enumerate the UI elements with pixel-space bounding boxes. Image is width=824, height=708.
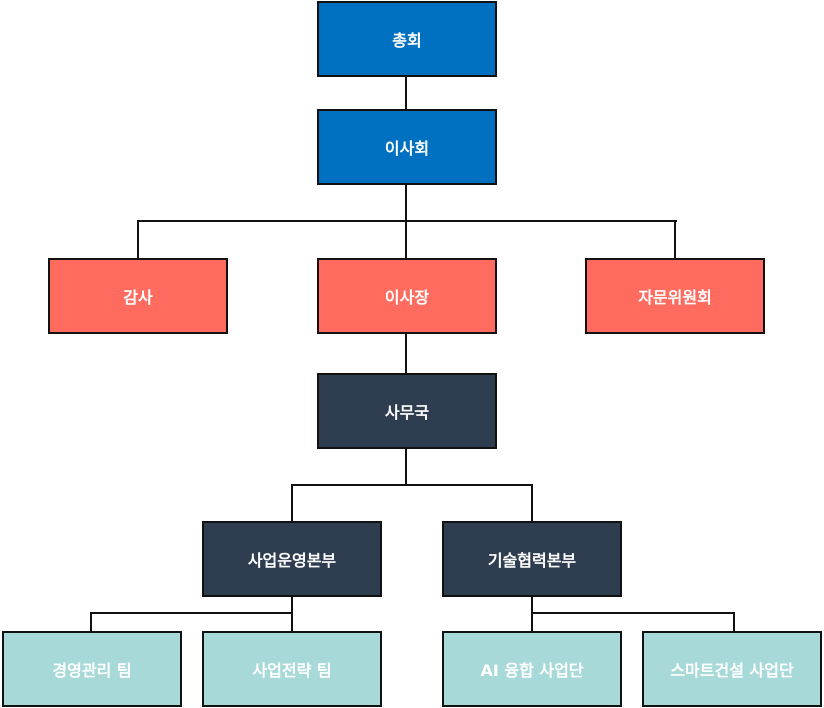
node-label: 총회 bbox=[392, 31, 422, 50]
connector bbox=[90, 612, 92, 632]
connector bbox=[291, 484, 293, 522]
connector bbox=[291, 484, 533, 486]
connector bbox=[531, 612, 735, 614]
node-label: 이사장 bbox=[384, 288, 430, 307]
connector bbox=[405, 448, 407, 486]
node-business-ops-division: 사업운영본부 bbox=[202, 521, 382, 597]
node-management-team: 경영관리 팀 bbox=[2, 631, 182, 707]
node-board: 이사회 bbox=[317, 109, 497, 185]
node-strategy-team: 사업전략 팀 bbox=[202, 631, 382, 707]
node-smart-construction-unit: 스마트건설 사업단 bbox=[642, 631, 822, 707]
node-label: 경영관리 팀 bbox=[52, 661, 132, 680]
node-general-assembly: 총회 bbox=[317, 1, 497, 77]
connector bbox=[90, 612, 293, 614]
node-label: 기술협력본부 bbox=[487, 551, 577, 570]
node-advisory-committee: 자문위원회 bbox=[585, 258, 765, 334]
connector bbox=[137, 220, 677, 222]
node-label: 이사회 bbox=[384, 139, 430, 158]
node-audit: 감사 bbox=[48, 258, 228, 334]
connector bbox=[137, 220, 139, 259]
node-label: 사업전략 팀 bbox=[252, 661, 332, 680]
node-label: 자문위원회 bbox=[638, 288, 712, 307]
connector bbox=[405, 76, 407, 110]
node-chairman: 이사장 bbox=[317, 258, 497, 334]
connector bbox=[291, 596, 293, 632]
connector bbox=[531, 596, 533, 632]
node-label: AI 융합 사업단 bbox=[480, 661, 584, 680]
node-label: 스마트건설 사업단 bbox=[670, 661, 794, 680]
node-label: 사업운영본부 bbox=[247, 551, 337, 570]
connector bbox=[405, 332, 407, 374]
connector bbox=[531, 484, 533, 522]
node-label: 사무국 bbox=[384, 403, 430, 422]
node-label: 감사 bbox=[123, 288, 153, 307]
connector bbox=[733, 612, 735, 632]
node-secretariat: 사무국 bbox=[317, 373, 497, 449]
node-ai-unit: AI 융합 사업단 bbox=[442, 631, 622, 707]
connector bbox=[674, 220, 676, 259]
node-tech-coop-division: 기술협력본부 bbox=[442, 521, 622, 597]
